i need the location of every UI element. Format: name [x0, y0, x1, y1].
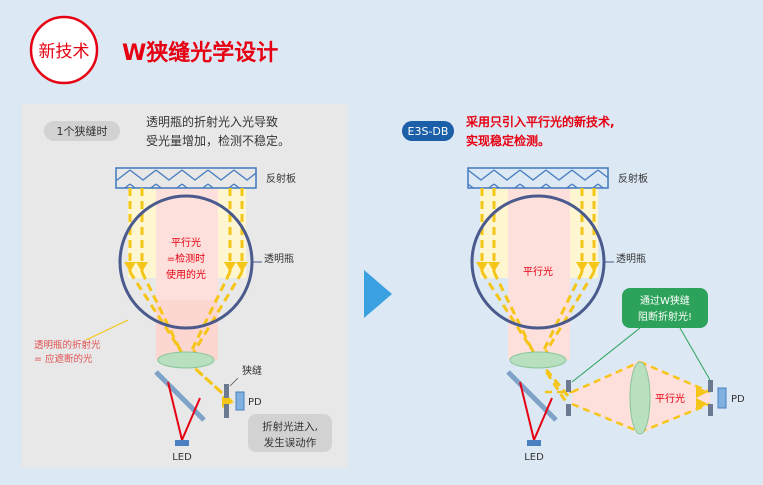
- left-pd-label: PD: [248, 397, 262, 408]
- right-lens-2: [629, 361, 651, 435]
- right-slit-2: [708, 404, 713, 416]
- right-desc-line2: 实现稳定检测。: [466, 133, 550, 148]
- left-mirror: [154, 370, 206, 422]
- left-parallel-label-1: 平行光: [171, 236, 201, 249]
- left-slit-label: 狭缝: [242, 364, 262, 377]
- page-title: W狭缝光学设计: [122, 40, 278, 66]
- right-reflector: [467, 167, 609, 189]
- right-tag: E3S-DB: [408, 125, 449, 138]
- left-tag-pill: [44, 121, 120, 141]
- right-parallel-label: 平行光: [523, 265, 553, 278]
- right-lens: [509, 351, 567, 369]
- right-led-label: LED: [524, 452, 544, 463]
- left-refraction-label-1: 透明瓶的折射光: [34, 339, 101, 351]
- right-tag-pill: [402, 121, 454, 141]
- left-pd: [235, 391, 245, 411]
- right-parallel-label-2: 平行光: [655, 392, 685, 405]
- left-callout-line1: 折射光进入,: [262, 420, 318, 433]
- left-parallel-label-2: =检测时: [167, 252, 205, 265]
- left-reflector-label: 反射板: [266, 172, 296, 185]
- left-reflector: [115, 167, 257, 189]
- right-pd-label: PD: [731, 394, 745, 405]
- left-parallel-label-3: 使用的光: [166, 268, 206, 281]
- left-led-label: LED: [172, 452, 192, 463]
- left-slit: [224, 404, 229, 418]
- right-callout-line2: 阻断折射光!: [638, 310, 692, 323]
- right-desc-line1: 采用只引入平行光的新技术,: [465, 114, 615, 129]
- right-bottle-label: 透明瓶: [616, 252, 646, 265]
- right-slit-1: [566, 404, 571, 416]
- flow-arrow-icon: [364, 270, 392, 318]
- right-callout-line1: 通过W狭缝: [640, 294, 690, 307]
- left-lens: [157, 351, 215, 369]
- badge-text: 新技术: [39, 42, 90, 62]
- left-led: [175, 440, 189, 446]
- left-callout-line2: 发生误动作: [264, 436, 317, 449]
- left-bottle-label: 透明瓶: [264, 252, 294, 265]
- left-desc-line2: 受光量增加，检测不稳定。: [146, 133, 290, 148]
- badge-circle: [29, 15, 99, 85]
- right-mirror: [506, 370, 558, 422]
- right-callout: [622, 288, 708, 328]
- left-desc-line1: 透明瓶的折射光入光导致: [146, 114, 278, 129]
- left-callout: [248, 414, 332, 452]
- right-led: [527, 440, 541, 446]
- right-pd: [717, 387, 727, 409]
- left-refraction-label-2: = 应遮断的光: [34, 353, 93, 365]
- right-reflector-label: 反射板: [618, 172, 648, 185]
- left-tag: 1个狭缝时: [57, 124, 108, 138]
